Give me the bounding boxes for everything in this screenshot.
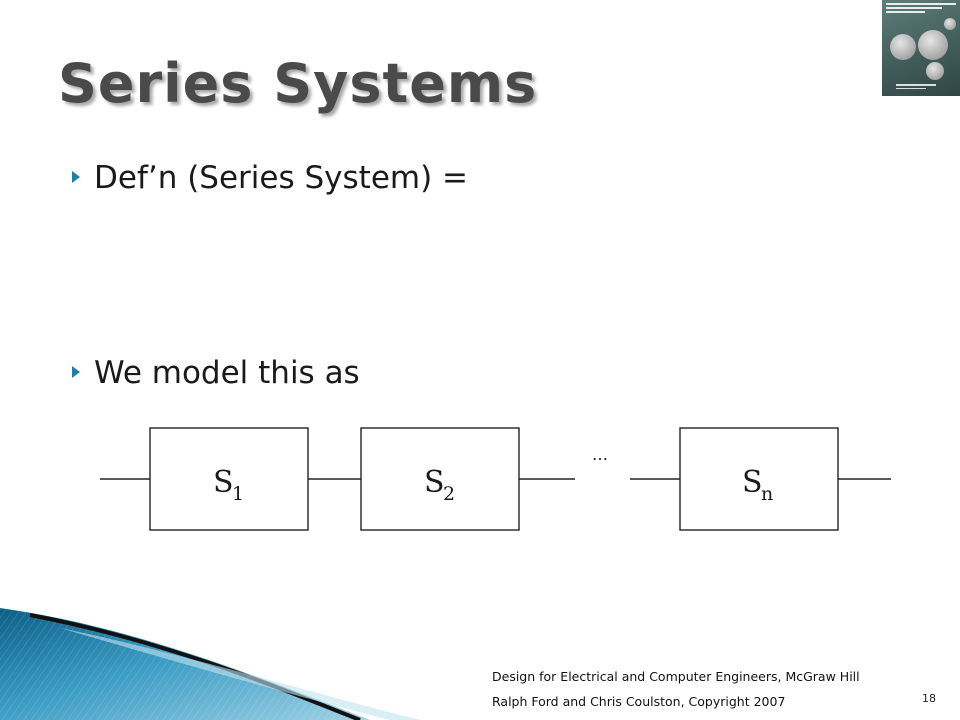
footer-book-credit: Design for Electrical and Computer Engin… — [492, 669, 860, 684]
block-sn-label: S — [742, 465, 763, 500]
footer-copyright: Ralph Ford and Chris Coulston, Copyright… — [492, 694, 786, 709]
bullet-definition-text: Def’n (Series System) = — [94, 160, 469, 196]
book-cover-title-lines — [886, 3, 956, 17]
block-s2 — [360, 427, 520, 531]
bullet-model-text: We model this as — [94, 355, 360, 391]
decorative-wave — [0, 608, 420, 720]
block-s2-subscript: 2 — [443, 483, 455, 505]
bullet-arrow-icon — [72, 365, 80, 378]
book-cover-image — [882, 0, 960, 96]
book-cover-gear — [926, 62, 944, 80]
book-cover-author-lines — [896, 84, 936, 92]
block-sn — [679, 427, 839, 531]
slide-title: Series Systems — [58, 52, 538, 115]
bullet-arrow-icon — [72, 170, 80, 183]
bullet-definition: Def’n (Series System) = — [72, 160, 468, 196]
block-s1 — [149, 427, 309, 531]
bullet-model: We model this as — [72, 355, 360, 391]
book-cover-gear — [890, 34, 916, 60]
block-s1-label: S — [213, 465, 234, 500]
block-sn-subscript: n — [761, 483, 773, 505]
block-s1-subscript: 1 — [232, 483, 244, 505]
book-cover-gear — [944, 18, 956, 30]
diagram-ellipsis: … — [592, 445, 608, 464]
block-s2-label: S — [424, 465, 445, 500]
book-cover-gear — [918, 30, 948, 60]
page-number: 18 — [922, 692, 936, 705]
